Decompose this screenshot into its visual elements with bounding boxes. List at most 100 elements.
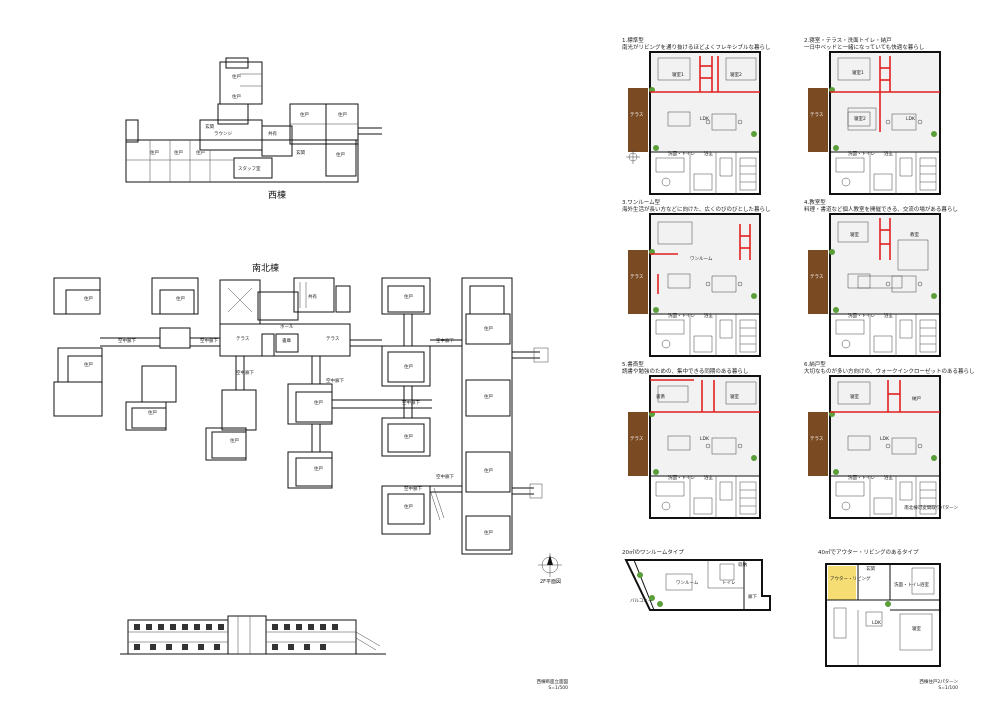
- variation-2-desc: 一日中ベッドと一緒になっていても快適な暮らし: [804, 45, 925, 51]
- site-room-jukyo: 住戸: [404, 295, 413, 300]
- site-room-jukyo: 住戸: [338, 113, 347, 118]
- plan-3-oneroom: [627, 213, 761, 357]
- room-kyoshitsu: 教室: [910, 233, 919, 238]
- north-arrow-icon: [538, 553, 562, 577]
- site-room-jukyo: 住戸: [196, 151, 205, 156]
- west-units-caption-line1: 西棟住戸2パターン: [919, 680, 958, 685]
- variation-3-desc: 海外生活が長い方などに向けた、広くのびのびとした暮らし: [622, 207, 771, 213]
- room-terrace: テラス: [630, 113, 644, 118]
- plan-2-bedroom: [807, 51, 941, 195]
- site-room-terrace: テラス: [236, 337, 250, 342]
- room-nando: 納戸: [912, 397, 921, 402]
- room-senmen: 洗面・トイレ: [668, 476, 695, 481]
- site-room-jukyo: 住戸: [314, 467, 323, 472]
- site-room-jukyo: 住戸: [84, 297, 93, 302]
- room-shinshitsu1: 寝室1: [852, 71, 864, 76]
- west-units-caption-line2: S=1/100: [938, 686, 958, 691]
- room-senmen: 洗面・トイレ: [848, 476, 875, 481]
- plan-5-study: [627, 375, 761, 519]
- variation-6-title: 6.納戸型: [804, 362, 826, 368]
- room-outer-living: アウター・リビング: [830, 577, 871, 582]
- room-yokushitsu: 浴室: [884, 314, 893, 319]
- variation-1-title: 1.標準型: [622, 38, 644, 44]
- site-room-jukyo: 住戸: [230, 439, 239, 444]
- room-yokushitsu: 浴室: [884, 476, 893, 481]
- compass-icon: [626, 150, 640, 164]
- site-room-jukyo: 住戸: [84, 363, 93, 368]
- room-yokushitsu: 浴室: [884, 152, 893, 157]
- variation-5-desc: 読書や勉強のための、集中できる同期のある暮らし: [622, 369, 749, 375]
- site-room-jukyo: 住戸: [484, 469, 493, 474]
- room-ldk: LDK: [700, 117, 709, 122]
- site-room-genkan: 玄関: [296, 151, 305, 156]
- room-senmen: 洗面・トイレ: [848, 152, 875, 157]
- site-room-sora-rouka: 空中廊下: [200, 339, 218, 344]
- site-room-jukyo: 住戸: [232, 95, 241, 100]
- site-room-jukyo: 住戸: [148, 411, 157, 416]
- room-balcony: バルコニー: [630, 599, 653, 604]
- plan-1-standard: [627, 51, 761, 195]
- site-room-genkan: 玄関: [205, 125, 214, 130]
- plan-4-classroom: [807, 213, 941, 357]
- site-room-jukyo: 住戸: [484, 395, 493, 400]
- room-yokushitsu: 浴室: [704, 314, 713, 319]
- site-room-jukyo: 住戸: [484, 531, 493, 536]
- plan-6-storage: [807, 375, 941, 519]
- variation-2-title: 2.寝室・テラス・洗面トイレ・納戸: [804, 38, 892, 44]
- site-room-shoko: 書庫: [282, 339, 291, 344]
- room-ldk: LDK: [880, 437, 889, 442]
- variation-3-title: 3.ワンルーム型: [622, 200, 661, 206]
- room-shinshitsu: 寝室: [730, 395, 739, 400]
- site-room-sora-rouka: 空中廊下: [436, 475, 454, 480]
- variation-4-desc: 料理・書道など個人教室を開催できる、交流の場がある暮らし: [804, 207, 958, 213]
- room-terrace: テラス: [810, 275, 824, 280]
- site-room-jukyo: 住戸: [404, 365, 413, 370]
- site-room-jukyo: 住戸: [174, 151, 183, 156]
- site-caption-line1: 西棟断面立面図: [536, 680, 569, 685]
- west-wing-plan: [125, 57, 382, 183]
- variation-5-title: 5.書斎型: [622, 362, 644, 368]
- room-senmen: 洗面・トイレ: [668, 314, 695, 319]
- site-room-sora-rouka: 空中廊下: [404, 487, 422, 492]
- south-north-wing-label: 南北棟: [252, 264, 280, 274]
- site-room-kyoyu: 共有: [308, 295, 317, 300]
- site-room-jukyo: 住戸: [404, 505, 413, 510]
- site-room-terrace: テラス: [326, 337, 340, 342]
- north-arrow-label: 2F平面図: [540, 579, 562, 585]
- site-room-jukyo: 住戸: [176, 297, 185, 302]
- room-terrace: テラス: [810, 113, 824, 118]
- room-yokushitsu: 浴室: [704, 476, 713, 481]
- room-toilet: トイレ: [722, 581, 736, 586]
- site-room-staff: スタッフ室: [238, 167, 261, 172]
- room-yokushitsu: 浴室: [704, 152, 713, 157]
- site-room-jukyo: 住戸: [336, 153, 345, 158]
- site-room-sora-rouka: 空中廊下: [326, 379, 344, 384]
- site-room-sora-rouka: 空中廊下: [236, 371, 254, 376]
- site-room-sora-rouka: 空中廊下: [118, 339, 136, 344]
- room-terrace: テラス: [630, 275, 644, 280]
- west-unit-b-title: 40㎡でアウター・リビングのあるタイプ: [818, 550, 919, 556]
- site-room-jukyo: 住戸: [232, 75, 241, 80]
- room-shinshitsu1: 寝室1: [672, 73, 684, 78]
- site-room-sora-rouka: 空中廊下: [402, 401, 420, 406]
- site-room-jukyo: 住戸: [300, 113, 309, 118]
- room-shinshitsu: 寝室: [850, 395, 859, 400]
- room-shinshitsu: 寝室: [850, 233, 859, 238]
- site-room-lounge: ラウンジ: [214, 132, 232, 137]
- site-room-jukyo: 住戸: [484, 327, 493, 332]
- room-shinshitsu2: 寝室2: [730, 73, 742, 78]
- west-unit-oneroom-plan: [624, 559, 771, 611]
- site-room-jukyo: 住戸: [404, 435, 413, 440]
- west-unit-outer-living-plan: [825, 563, 941, 667]
- variation-1-desc: 南光がリビングを通り抜けるほどよくフレキシブルな暮らし: [622, 45, 771, 51]
- south-north-wing-plan: [53, 277, 549, 555]
- west-wing-elevation: [120, 615, 386, 655]
- west-wing-label: 西棟: [268, 191, 287, 201]
- room-senmen: 洗面・トイレ: [848, 314, 875, 319]
- site-room-jukyo: 住戸: [314, 401, 323, 406]
- room-oneroom: ワンルーム: [690, 257, 713, 262]
- site-caption-line2: S=1/500: [548, 686, 568, 691]
- room-rouka: 廊下: [748, 595, 757, 600]
